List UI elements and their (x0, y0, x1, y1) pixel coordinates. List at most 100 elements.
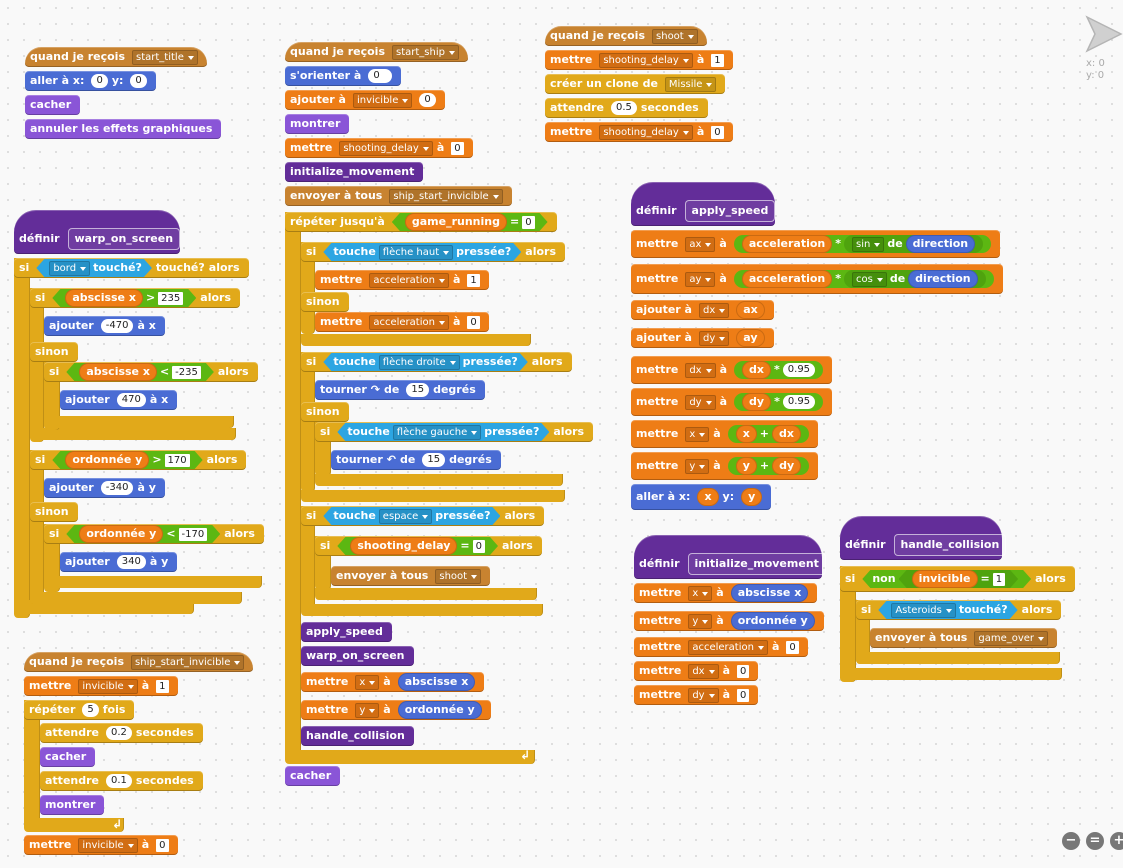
reporter[interactable]: ordonnée y (79, 525, 163, 543)
variable-reporter[interactable]: dy (742, 393, 772, 411)
variable-reporter[interactable]: dy (772, 457, 802, 475)
value-input[interactable]: 0 (467, 315, 480, 329)
value-input[interactable]: 1 (711, 53, 724, 67)
dropdown-menu[interactable]: x (355, 674, 380, 690)
number-input[interactable]: 0.95 (782, 395, 816, 409)
dropdown-menu[interactable]: x (688, 585, 713, 601)
dropdown-menu[interactable]: dx (688, 663, 719, 679)
value-input[interactable]: 0 (711, 125, 724, 139)
number-input[interactable]: 15 (406, 383, 430, 397)
dropdown-menu[interactable]: Missile (664, 76, 717, 92)
value-input[interactable]: 1 (156, 679, 169, 693)
number-input[interactable]: 0.1 (106, 774, 132, 788)
block-ss20[interactable]: apply_speed (301, 622, 392, 642)
dropdown-menu[interactable]: acceleration (369, 314, 449, 330)
number-input[interactable]: 340 (116, 555, 146, 569)
dropdown-menu[interactable]: game_over (974, 630, 1049, 646)
dropdown-menu[interactable]: flèche haut (379, 245, 453, 260)
comparison-operator[interactable]: game_running=0 (392, 213, 548, 231)
dropdown-menu[interactable]: shoot (435, 568, 482, 584)
dropdown-menu[interactable]: acceleration (688, 639, 768, 655)
dropdown-menu[interactable]: dx (698, 302, 730, 318)
block-st3[interactable]: annuler les effets graphiques (25, 119, 222, 139)
comparison-operator[interactable]: ordonnée y<-170 (66, 525, 220, 543)
dropdown-menu[interactable]: shoot (652, 28, 698, 44)
zoom-in-button[interactable]: + (1110, 832, 1123, 850)
variable-reporter[interactable]: ay (736, 329, 765, 347)
number-input[interactable]: 470 (116, 393, 146, 407)
number-input[interactable]: 0 (91, 74, 108, 88)
dropdown-menu[interactable]: bord (49, 261, 90, 276)
value-input[interactable]: 0 (737, 688, 750, 702)
zoom-reset-button[interactable]: = (1086, 832, 1104, 850)
variable-reporter[interactable]: ax (736, 301, 765, 319)
dropdown-menu[interactable]: start_title (132, 49, 198, 65)
comparison-operator[interactable]: ordonnée y>170 (52, 451, 202, 469)
motion-reporter[interactable]: ordonnée y (730, 612, 815, 630)
block-si6[interactable]: montrer (40, 795, 105, 815)
block-ws4[interactable]: sinon (30, 342, 78, 362)
dropdown-menu[interactable]: dy (688, 687, 719, 703)
comparison-operator[interactable]: invicible=1 (899, 570, 1019, 588)
motion-reporter[interactable]: abscisse x (730, 584, 809, 602)
comparison-operator[interactable]: shooting_delay=0 (337, 537, 498, 555)
block-ss21[interactable]: warp_on_screen (301, 646, 414, 666)
dropdown-menu[interactable]: dx (685, 362, 716, 378)
value-input[interactable]: 0 (156, 838, 169, 852)
number-input[interactable]: -470 (100, 319, 134, 333)
number-input[interactable]: -340 (100, 481, 134, 495)
number-input[interactable]: 0 (130, 74, 147, 88)
block-si4[interactable]: cacher (40, 747, 96, 767)
dropdown-menu[interactable]: ay (685, 271, 716, 287)
dropdown-menu[interactable]: invicible (352, 92, 413, 108)
number-input[interactable]: 5 (82, 703, 99, 717)
sensing-condition[interactable]: bord touché? (36, 259, 152, 277)
reporter[interactable]: game_running (405, 213, 507, 231)
variable-reporter[interactable]: x (735, 425, 757, 443)
number-input[interactable]: 0.2 (106, 726, 132, 740)
math-operator[interactable]: y+dy (727, 457, 810, 475)
block-ss24[interactable]: handle_collision (301, 726, 414, 746)
dropdown-menu[interactable]: start_ship (392, 44, 459, 60)
variable-reporter[interactable]: dx (772, 425, 801, 443)
value-input[interactable]: 0 (522, 216, 534, 229)
dropdown-menu[interactable]: y (685, 458, 710, 474)
